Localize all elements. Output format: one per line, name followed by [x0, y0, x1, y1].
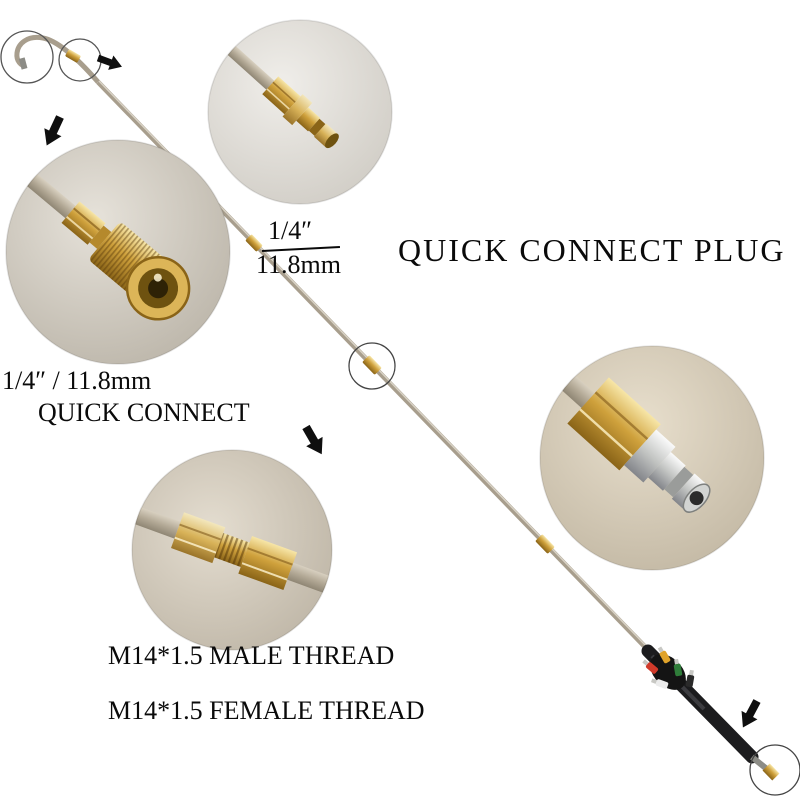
fraction-size-bottom-label: 11.8mm — [256, 250, 341, 279]
inset-quick-connect-coupler — [5, 139, 231, 365]
arrow-down-right-icon — [302, 424, 323, 455]
highlight-circle-mid-coupling — [348, 342, 396, 390]
rod-coupling-band — [362, 355, 382, 375]
inset-quick-connect-plug — [207, 19, 393, 205]
fraction-size-top-label: 1/4″ — [268, 216, 313, 245]
nozzle-tip-black — [685, 669, 695, 688]
rod-coupling-band — [245, 234, 263, 252]
arrow-down-left-icon — [44, 115, 64, 146]
inset-plug-fitting — [539, 345, 765, 571]
male-thread-label: M14*1.5 MALE THREAD — [108, 641, 395, 670]
female-thread-label: M14*1.5 FEMALE THREAD — [108, 696, 425, 725]
handle-end-fitting — [762, 763, 780, 781]
quick-connect-plug-label: QUICK CONNECT PLUG — [398, 232, 786, 268]
nozzle-tip-yellow — [657, 646, 671, 664]
wand-nozzle-tip — [18, 57, 28, 70]
highlight-circle-tip — [0, 30, 54, 84]
arrow-right-icon — [96, 54, 122, 70]
rod-coupling-band — [535, 534, 555, 554]
inset-m14-thread-fittings — [131, 449, 333, 651]
highlight-circle-end-fitting — [749, 744, 800, 796]
arrow-down-left-icon — [741, 699, 761, 728]
nozzle-tip-green — [673, 658, 683, 677]
wand-tip-curve — [14, 34, 100, 84]
nozzle-tip-white — [650, 678, 669, 689]
size-label: 1/4″ / 11.8mm — [2, 366, 152, 395]
rod-coupling-band — [65, 49, 81, 63]
nozzle-tip-red — [642, 659, 659, 674]
wand-handle — [641, 644, 780, 781]
quick-connect-label: QUICK CONNECT — [38, 398, 250, 427]
